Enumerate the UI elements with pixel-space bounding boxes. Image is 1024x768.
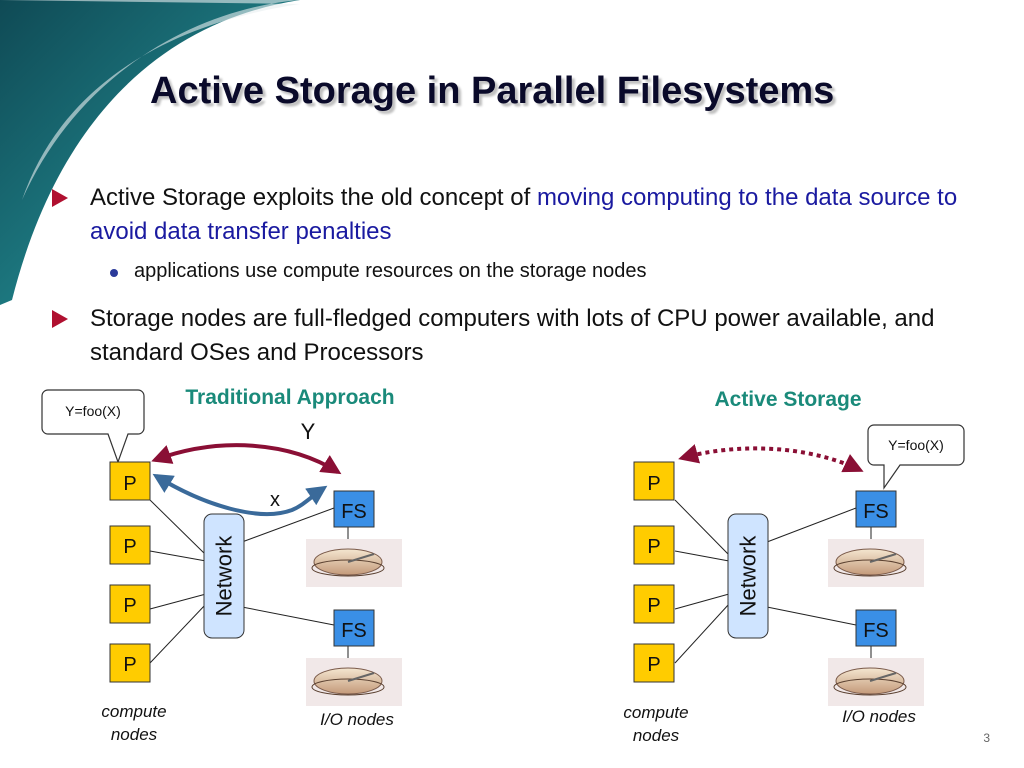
compute-node-label: P: [647, 595, 660, 617]
compute-node-label: P: [647, 473, 660, 495]
x-arrow-label: x: [270, 489, 280, 511]
x-transfer-arrow: [152, 473, 328, 517]
triangle-bullet-icon: [52, 189, 68, 207]
network-label: Network: [736, 535, 761, 617]
hard-disk-icon: [828, 539, 924, 587]
page-number: 3: [983, 731, 990, 745]
fs-node-label: FS: [863, 501, 889, 523]
active-callout-text: Y=foo(X): [888, 437, 944, 453]
corner-swoosh-decoration: [0, 0, 300, 305]
fs-node-label: FS: [863, 620, 889, 642]
compute-node-label: P: [647, 536, 660, 558]
traditional-links: [149, 499, 349, 664]
active-storage-diagram: Active Storage Y=foo(X) P P P P: [623, 388, 965, 745]
triangle-bullet-icon: [52, 310, 68, 328]
traditional-network: Network: [203, 513, 245, 639]
active-compute-nodes: P P P P: [633, 461, 675, 683]
sub-bullet-1-text: applications use compute resources on th…: [134, 260, 647, 282]
active-fs-nodes: FS FS: [855, 490, 897, 647]
compute-nodes-caption: nodes: [633, 726, 680, 745]
fs-node-label: FS: [341, 620, 367, 642]
io-nodes-caption: I/O nodes: [320, 710, 394, 729]
compute-node-label: P: [123, 595, 136, 617]
bullet-1-highlight: moving computing to the data source to a…: [90, 184, 958, 245]
traditional-heading: Traditional Approach: [185, 386, 394, 409]
io-nodes-caption: I/O nodes: [842, 707, 916, 726]
y-arrow-label: Y: [301, 419, 316, 444]
compute-nodes-caption: compute: [101, 702, 166, 721]
bullet-2-text: Storage nodes are full-fledged computers…: [90, 305, 935, 366]
traditional-diagram: Traditional Approach Y=foo(X) P P P: [41, 386, 402, 744]
sub-bullet-1: applications use compute resources on th…: [110, 260, 647, 283]
compute-node-label: P: [123, 654, 136, 676]
compute-node-label: P: [647, 654, 660, 676]
compute-node-label: P: [123, 473, 136, 495]
network-label: Network: [212, 535, 237, 617]
hard-disk-icon: [306, 539, 402, 587]
architecture-diagrams: Traditional Approach Y=foo(X) P P P: [41, 386, 965, 745]
active-storage-heading: Active Storage: [714, 388, 861, 411]
hard-disk-icon: [306, 658, 402, 706]
compute-nodes-caption: compute: [623, 703, 688, 722]
traditional-callout-text: Y=foo(X): [65, 403, 121, 419]
fs-node-label: FS: [341, 501, 367, 523]
control-transfer-dotted-arrow: [678, 444, 864, 473]
hard-disk-icon: [828, 658, 924, 706]
traditional-fs-nodes: FS FS: [333, 490, 375, 647]
bullet-2: Storage nodes are full-fledged computers…: [52, 302, 950, 370]
traditional-compute-nodes: P P P P: [109, 461, 151, 683]
compute-nodes-caption: nodes: [111, 725, 158, 744]
active-links: [674, 499, 872, 664]
bullet-1: Active Storage exploits the old concept …: [52, 181, 1000, 249]
active-network: Network: [727, 513, 769, 639]
active-callout: Y=foo(X): [867, 424, 965, 490]
compute-node-label: P: [123, 536, 136, 558]
slide-title: Active Storage in Parallel Filesystems: [150, 70, 835, 112]
traditional-callout: Y=foo(X): [41, 389, 145, 464]
bullet-1-text: Active Storage exploits the old concept …: [90, 184, 537, 211]
dot-bullet-icon: [110, 269, 118, 277]
y-transfer-arrow: [151, 443, 342, 475]
